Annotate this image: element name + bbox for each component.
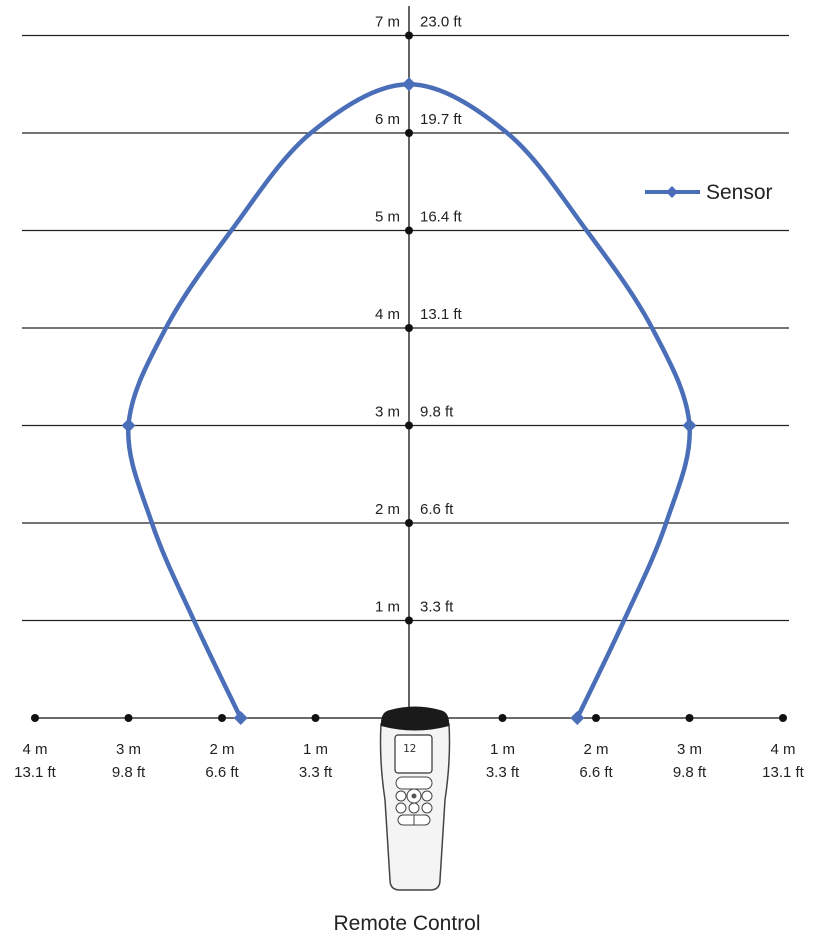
axes [31, 6, 787, 722]
y-tick-label-imperial-4: 13.1 ft [420, 306, 463, 323]
sensor-marker-4 [570, 711, 585, 725]
remote-button-lower-right [421, 802, 433, 814]
legend-label-sensor: Sensor [706, 181, 773, 204]
remote-button-lower-center [408, 802, 420, 814]
sensor-marker-0 [233, 711, 248, 725]
x-tick-label-metric-right-1m: 1 m [490, 741, 515, 758]
remote-lcd-screen [394, 734, 433, 774]
remote-button-left [395, 790, 407, 802]
remote-cap [380, 706, 450, 731]
x-tick-dot-left-4m [31, 714, 39, 722]
remote-button-lower-left [395, 802, 407, 814]
x-tick-label-metric-right-2m: 2 m [583, 741, 608, 758]
x-tick-dot-left-3m [124, 714, 133, 722]
x-tick-label-metric-left-1m: 1 m [303, 741, 328, 758]
legend: Sensor [645, 181, 773, 204]
x-tick-labels: 4 m 13.1 ft 3 m 9.8 ft 2 m 6.6 ft 1 m 3.3 ft 1 m… [14, 741, 805, 781]
sensor-marker-1 [121, 418, 136, 433]
sensor-marker-3 [682, 418, 697, 433]
y-tick-label-imperial-1: 3.3 ft [420, 599, 454, 616]
y-tick-label-imperial-2: 6.6 ft [420, 501, 454, 518]
remote-button-center-dot [411, 793, 417, 799]
y-tick-label-imperial-3: 9.8 ft [420, 404, 454, 421]
series-sensor [121, 77, 697, 725]
y-tick-label-metric-5: 5 m [375, 209, 400, 226]
x-tick-dot-right-1m [498, 714, 507, 722]
legend-swatch-marker [666, 186, 678, 198]
x-tick-label-imperial-right-1m: 3.3 ft [486, 764, 520, 781]
x-tick-label-imperial-left-4m: 13.1 ft [14, 764, 57, 781]
x-tick-label-imperial-left-2m: 6.6 ft [205, 764, 239, 781]
x-tick-label-metric-left-3m: 3 m [116, 741, 141, 758]
x-tick-label-imperial-right-2m: 6.6 ft [579, 764, 613, 781]
remote-button-top [395, 776, 433, 790]
y-tick-label-metric-6: 6 m [375, 111, 400, 128]
remote-lcd-text: 12 [403, 742, 416, 755]
y-tick-label-metric-2: 2 m [375, 501, 400, 518]
sensor-marker-2 [402, 77, 416, 92]
x-tick-label-imperial-left-3m: 9.8 ft [112, 764, 146, 781]
y-tick-label-imperial-7: 23.0 ft [420, 14, 463, 31]
x-tick-label-metric-right-4m: 4 m [770, 741, 795, 758]
x-tick-label-metric-right-3m: 3 m [677, 741, 702, 758]
x-tick-dot-right-4m [779, 714, 787, 722]
x-tick-label-imperial-right-3m: 9.8 ft [673, 764, 707, 781]
x-tick-label-imperial-left-1m: 3.3 ft [299, 764, 333, 781]
x-tick-label-metric-left-4m: 4 m [22, 741, 47, 758]
y-tick-label-metric-3: 3 m [375, 404, 400, 421]
remote-control-device: 12 Remote Control [333, 706, 481, 935]
x-tick-dot-left-2m [218, 714, 226, 722]
x-tick-dot-right-2m [592, 714, 600, 722]
x-tick-dot-right-3m [685, 714, 694, 722]
x-tick-label-imperial-right-4m: 13.1 ft [762, 764, 805, 781]
y-tick-label-metric-4: 4 m [375, 306, 400, 323]
y-tick-label-metric-7: 7 m [375, 14, 400, 31]
x-tick-dot-left-1m [311, 714, 320, 722]
y-tick-label-imperial-6: 19.7 ft [420, 111, 463, 128]
remote-control-label: Remote Control [333, 912, 480, 935]
x-tick-label-metric-left-2m: 2 m [209, 741, 234, 758]
y-tick-label-imperial-5: 16.4 ft [420, 209, 463, 226]
remote-button-right [421, 790, 433, 802]
y-tick-labels: 1 m 3.3 ft 2 m 6.6 ft 3 m 9.8 ft 4 m 13.1 ft 5 m… [375, 14, 463, 616]
y-tick-label-metric-1: 1 m [375, 599, 400, 616]
